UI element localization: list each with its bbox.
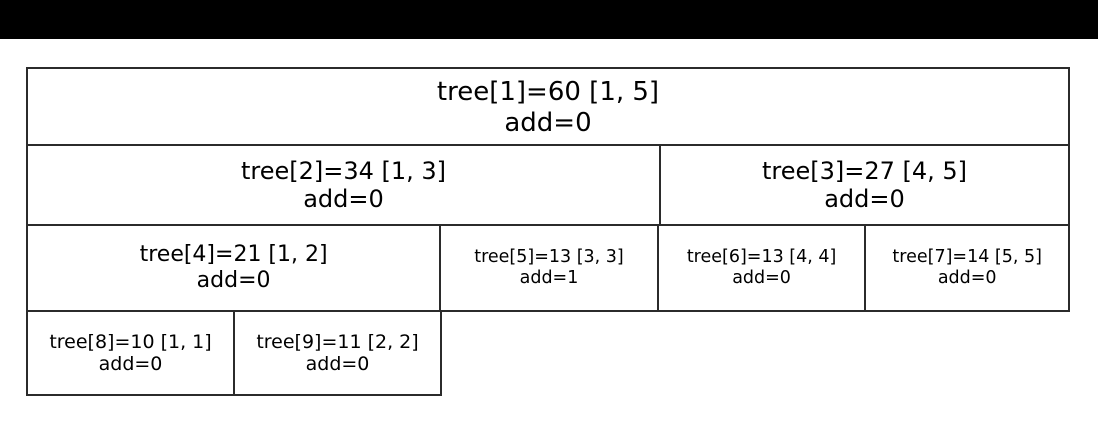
tree-node-add-value: add=0 bbox=[98, 353, 163, 375]
tree-node-label: tree[4]=21 [1, 2] bbox=[139, 242, 328, 268]
tree-node-add-value: add=0 bbox=[305, 353, 370, 375]
tree-level-row-2: tree[2]=34 [1, 3] add=0 tree[3]=27 [4, 5… bbox=[26, 144, 1070, 226]
tree-level-row-4: tree[8]=10 [1, 1] add=0 tree[9]=11 [2, 2… bbox=[26, 310, 1070, 396]
tree-node-label: tree[9]=11 [2, 2] bbox=[256, 330, 419, 353]
tree-node-cell-6[interactable]: tree[6]=13 [4, 4] add=0 bbox=[656, 224, 867, 312]
tree-node-add-value: add=0 bbox=[303, 185, 384, 213]
tree-node-label: tree[5]=13 [3, 3] bbox=[474, 247, 624, 268]
tree-node-label: tree[3]=27 [4, 5] bbox=[761, 156, 968, 185]
tree-node-add-value: add=0 bbox=[824, 185, 905, 213]
tree-node-add-value: add=0 bbox=[504, 107, 592, 138]
tree-node-add-value: add=1 bbox=[519, 268, 579, 288]
tree-node-cell-2[interactable]: tree[2]=34 [1, 3] add=0 bbox=[26, 144, 661, 226]
tree-node-label: tree[6]=13 [4, 4] bbox=[686, 247, 837, 268]
tree-node-cell-5[interactable]: tree[5]=13 [3, 3] add=1 bbox=[439, 224, 659, 312]
tree-node-label: tree[2]=34 [1, 3] bbox=[240, 156, 447, 185]
tree-node-label: tree[7]=14 [5, 5] bbox=[892, 247, 1042, 268]
tree-node-cell-9[interactable]: tree[9]=11 [2, 2] add=0 bbox=[233, 310, 442, 396]
tree-node-cell-7[interactable]: tree[7]=14 [5, 5] add=0 bbox=[864, 224, 1070, 312]
tree-node-cell-8[interactable]: tree[8]=10 [1, 1] add=0 bbox=[26, 310, 235, 396]
tree-node-label: tree[1]=60 [1, 5] bbox=[436, 76, 660, 107]
tree-node-label: tree[8]=10 [1, 1] bbox=[49, 330, 212, 353]
segment-tree-table: tree[1]=60 [1, 5] add=0 tree[2]=34 [1, 3… bbox=[26, 67, 1070, 398]
tree-node-add-value: add=0 bbox=[937, 268, 997, 288]
tree-node-cell-4[interactable]: tree[4]=21 [1, 2] add=0 bbox=[26, 224, 442, 312]
letterbox-bar-top bbox=[0, 0, 1098, 39]
tree-node-cell-1[interactable]: tree[1]=60 [1, 5] add=0 bbox=[26, 67, 1070, 148]
tree-node-cell-3[interactable]: tree[3]=27 [4, 5] add=0 bbox=[659, 144, 1070, 226]
tree-node-add-value: add=0 bbox=[196, 268, 271, 293]
tree-level-row-3: tree[4]=21 [1, 2] add=0 tree[5]=13 [3, 3… bbox=[26, 224, 1070, 312]
tree-level-row-1: tree[1]=60 [1, 5] add=0 bbox=[26, 67, 1070, 148]
tree-node-add-value: add=0 bbox=[732, 268, 791, 288]
